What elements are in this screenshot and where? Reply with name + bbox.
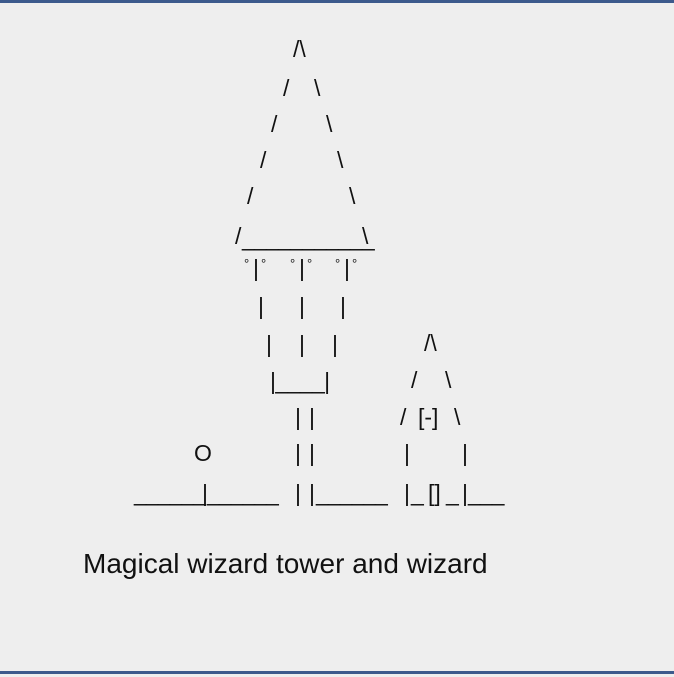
tower-ornament-1: °	[244, 256, 250, 271]
big-tower-roof-left-2: /	[271, 111, 278, 137]
scene-caption: Magical wizard tower and wizard	[83, 548, 488, 579]
tower-ornament-6: °	[352, 256, 358, 271]
big-tower-roof-right-4: \	[349, 183, 356, 209]
door-underscore-left: _	[411, 480, 424, 506]
wizard-body: |	[202, 480, 208, 506]
ground-middle: ______	[207, 480, 279, 506]
tower-column-left-1: |	[258, 293, 264, 319]
tower-column-right-2: |	[332, 331, 338, 357]
small-tower-door-right-wall: |	[462, 480, 468, 506]
small-tower-window-left-slope: /	[400, 404, 407, 430]
tower-ornament-3: °	[290, 256, 296, 271]
tower-stem-left-1: |	[295, 404, 301, 430]
ascii-art: /\ / / / / / \ \ \ \ \ ___________ ° | °…	[0, 3, 674, 677]
tower-ornament-pipe-3: |	[344, 255, 350, 281]
tower-stem-right-1: |	[309, 404, 315, 430]
small-tower-peak: /\	[424, 330, 437, 356]
ground-right: ______	[316, 480, 388, 506]
wizard-head: O	[194, 440, 212, 466]
door-underscore-right: _	[446, 480, 459, 506]
ground-tail: ___	[468, 480, 504, 506]
small-tower-roof-right: \	[445, 367, 452, 393]
tower-column-mid-2: |	[299, 331, 305, 357]
big-tower-roof-right-3: \	[337, 147, 344, 173]
big-tower-peak: /\	[293, 36, 306, 62]
tower-ornament-4: °	[307, 256, 313, 271]
small-tower-door-left-wall: |	[404, 480, 410, 506]
small-tower-roof-left: /	[411, 367, 418, 393]
tower-ornament-2: °	[261, 256, 267, 271]
small-tower-window: [-]	[418, 404, 439, 430]
big-tower-roof-left-3: /	[260, 147, 267, 173]
tower-column-right-1: |	[340, 293, 346, 319]
small-tower-wall-left: |	[404, 440, 410, 466]
big-tower-roof-right-1: \	[314, 75, 321, 101]
big-tower-roof-left-5: /	[235, 223, 242, 249]
small-tower-door: []	[428, 480, 441, 506]
small-tower-window-right-slope: \	[454, 404, 461, 430]
tower-ornament-pipe-1: |	[253, 255, 259, 281]
tower-stem-left-2: |	[295, 440, 301, 466]
small-tower-wall-right: |	[462, 440, 468, 466]
big-tower-roof-right-2: \	[326, 111, 333, 137]
tower-column-mid-1: |	[299, 293, 305, 319]
tower-base-left: |	[295, 480, 301, 506]
tower-ornament-pipe-2: |	[299, 255, 305, 281]
tower-ornament-5: °	[335, 256, 341, 271]
ground-left: ______	[134, 480, 206, 506]
big-tower-roof-right-5: \	[362, 223, 369, 249]
tower-base-right: |	[309, 480, 315, 506]
tower-stem-right-2: |	[309, 440, 315, 466]
big-tower-roof-base: ___________	[242, 225, 375, 251]
big-tower-roof-left-1: /	[283, 75, 290, 101]
tower-column-left-2: |	[266, 331, 272, 357]
tower-bottom-bracket: |____|	[270, 368, 330, 394]
big-tower-roof-left-4: /	[247, 183, 254, 209]
